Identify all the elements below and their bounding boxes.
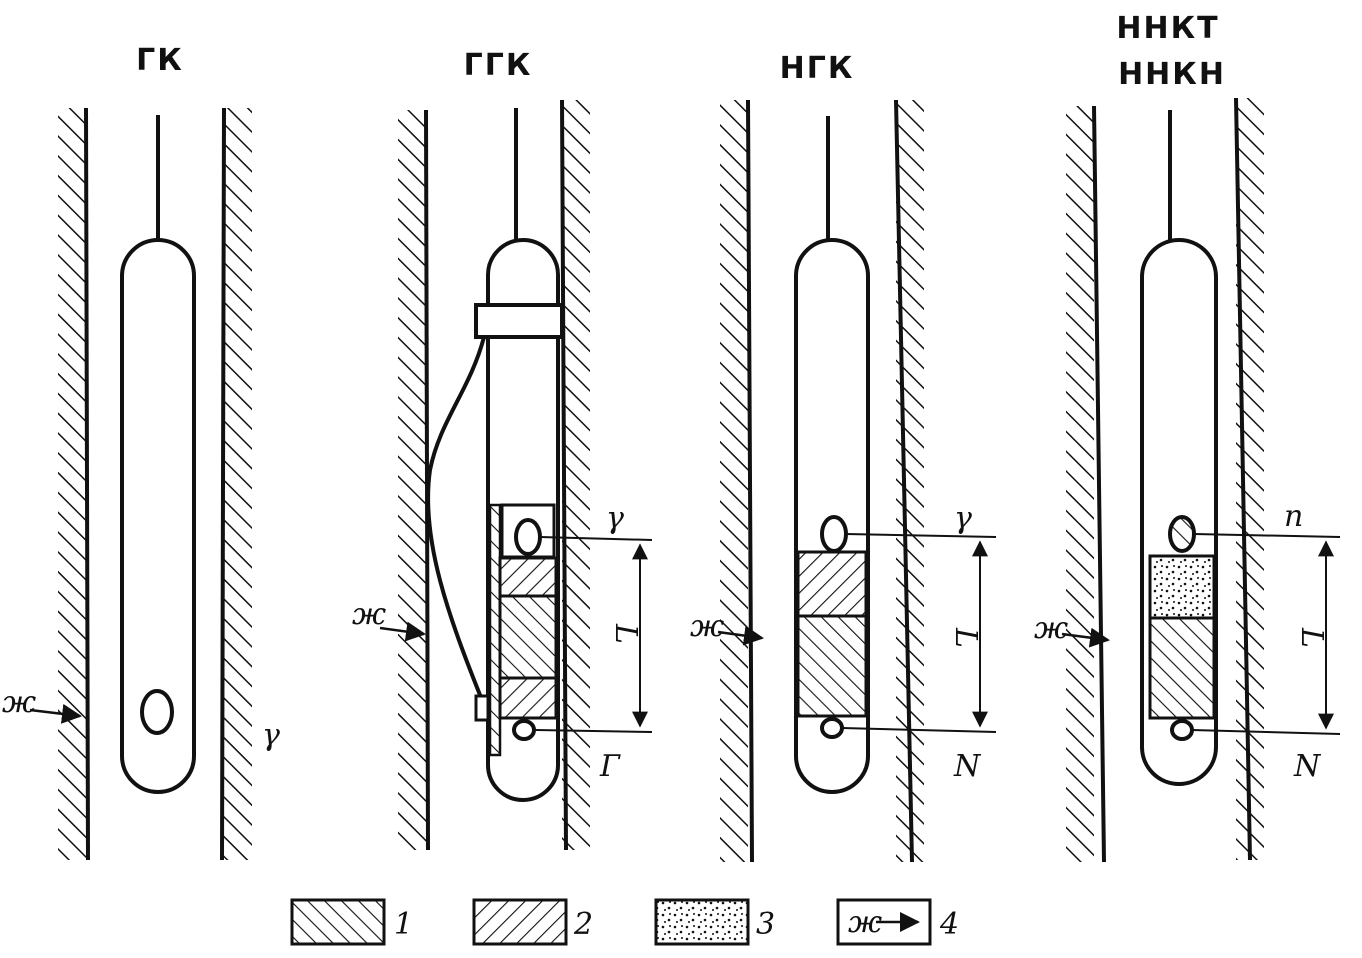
legend-number: 4 bbox=[939, 907, 959, 942]
wall-edge-left bbox=[1092, 105, 1106, 863]
shield-type-2 bbox=[796, 550, 868, 618]
detector-compartment bbox=[500, 503, 556, 559]
ref-line-lower bbox=[841, 727, 997, 733]
label-upper: γ bbox=[606, 501, 624, 536]
shield-type-1 bbox=[796, 614, 868, 718]
clamp-ring bbox=[474, 303, 564, 339]
shield-type-2-lower bbox=[498, 676, 558, 720]
label-lower: N bbox=[953, 749, 982, 784]
ref-line-upper bbox=[539, 536, 653, 541]
radiation-arrow bbox=[29, 703, 82, 724]
label-lower: Г bbox=[599, 749, 621, 784]
borehole-wall-left bbox=[1066, 106, 1094, 862]
ref-line-upper bbox=[1193, 533, 1341, 538]
probe-body bbox=[794, 238, 870, 794]
source-marker: ж bbox=[690, 609, 724, 644]
panel-title: ННКТ bbox=[1116, 11, 1219, 46]
panel-title: НГК bbox=[780, 51, 855, 86]
ref-line-lower bbox=[535, 729, 653, 733]
panel-ngk: НГК L γ N ж bbox=[690, 51, 997, 863]
ref-line-lower bbox=[1191, 729, 1341, 735]
label-upper: γ bbox=[954, 501, 972, 536]
shield-type-2-upper bbox=[498, 556, 558, 598]
bow-spring bbox=[426, 336, 486, 701]
legend-item-1: 1 bbox=[290, 898, 413, 946]
label-upper: γ bbox=[262, 718, 280, 753]
source bbox=[820, 717, 844, 739]
detector bbox=[140, 689, 174, 735]
panel-ggk: ГГК L γ Г ж bbox=[352, 48, 653, 851]
shield-type-1 bbox=[498, 594, 558, 680]
panel-gk: ГК γ ж bbox=[2, 43, 280, 861]
spacing-label: L bbox=[1294, 627, 1329, 648]
detector bbox=[1168, 515, 1196, 553]
source-marker: ж bbox=[2, 685, 36, 720]
spacing-label: L bbox=[948, 627, 983, 648]
spring-mount bbox=[474, 694, 490, 722]
radiation-arrow bbox=[379, 621, 426, 642]
legend-number: 3 bbox=[756, 907, 775, 942]
panel-nnkt: ННКТ ННКН L п N ж bbox=[1034, 11, 1341, 863]
legend-number: 2 bbox=[573, 907, 593, 942]
label-lower: N bbox=[1293, 749, 1322, 784]
probe-body bbox=[1140, 238, 1218, 786]
wall-edge-right bbox=[894, 99, 914, 863]
legend-swatch bbox=[472, 898, 568, 946]
panel-title: ГГК bbox=[464, 48, 533, 83]
shield-type-3 bbox=[1148, 554, 1216, 620]
ref-line-upper bbox=[845, 533, 997, 538]
source-marker: ж bbox=[1034, 611, 1068, 646]
wall-edge-right bbox=[560, 99, 568, 851]
detector bbox=[820, 515, 848, 553]
spacing-label: L bbox=[608, 623, 643, 644]
borehole-wall-left bbox=[720, 100, 748, 862]
radiation-arrow bbox=[717, 625, 764, 646]
source-marker: ж bbox=[352, 597, 386, 632]
label-upper: п bbox=[1284, 499, 1303, 534]
legend: 1 2 3 ж 4 bbox=[290, 898, 959, 946]
source bbox=[1170, 719, 1194, 741]
panel-title: ГК bbox=[136, 43, 184, 78]
shield-type-1 bbox=[1148, 616, 1216, 720]
borehole-wall-left bbox=[58, 108, 86, 860]
borehole-wall-right bbox=[1236, 98, 1264, 860]
wall-edge-left bbox=[84, 107, 90, 861]
legend-item-4: ж 4 bbox=[836, 898, 959, 946]
borehole-wall-left bbox=[398, 110, 426, 850]
wall-edge-left bbox=[746, 99, 754, 863]
borehole-wall-right bbox=[224, 108, 252, 860]
wall-edge-right bbox=[220, 107, 226, 861]
radiation-arrow bbox=[1061, 627, 1110, 648]
legend-item-3: 3 bbox=[654, 898, 775, 946]
probe-body bbox=[120, 238, 196, 794]
legend-swatch bbox=[290, 898, 386, 946]
wall-edge-right bbox=[1234, 97, 1252, 861]
legend-swatch bbox=[654, 898, 750, 946]
probe-body bbox=[486, 238, 560, 802]
panel-title-secondary: ННКН bbox=[1118, 57, 1226, 92]
legend-item-2: 2 bbox=[472, 898, 593, 946]
legend-number: 1 bbox=[394, 907, 413, 942]
source bbox=[512, 719, 536, 741]
